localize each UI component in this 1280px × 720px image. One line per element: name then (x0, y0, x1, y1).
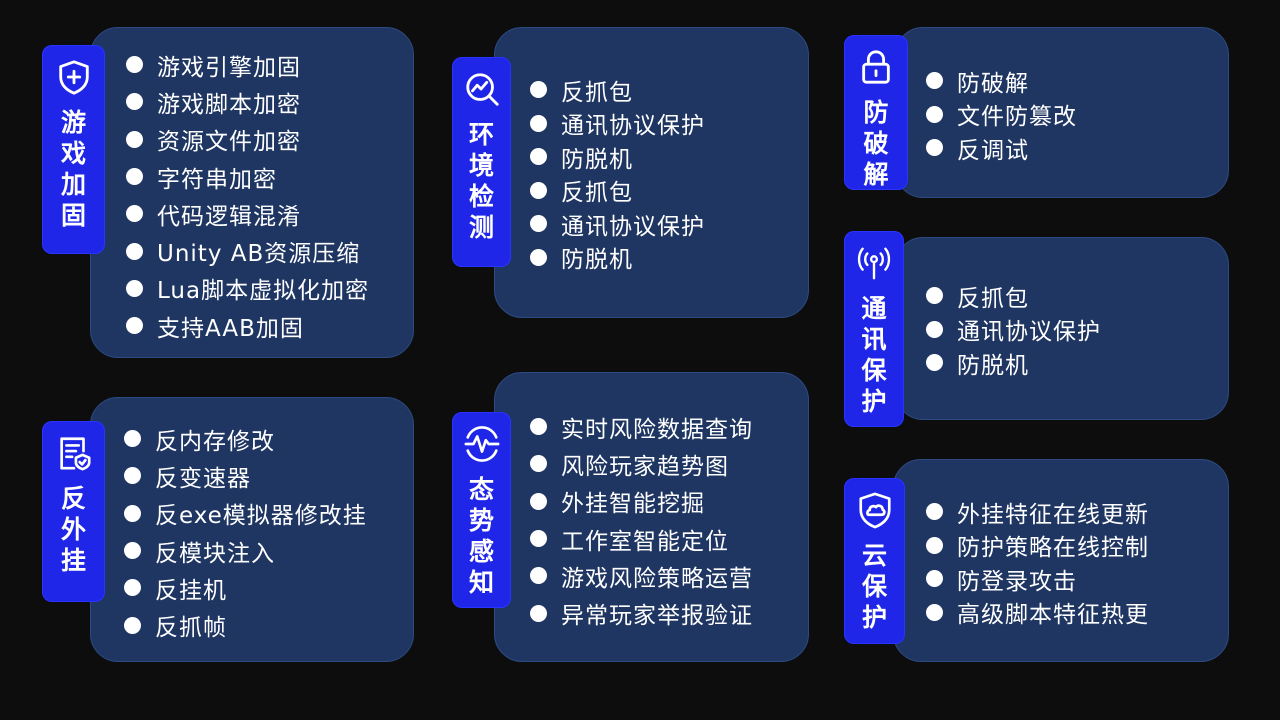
list-item: 防破解 (926, 64, 1077, 98)
list-item: 防脱机 (926, 346, 1101, 380)
list-item: 防脱机 (530, 241, 705, 275)
list-item: 资源文件加密 (126, 121, 369, 158)
list-item: 游戏风险策略运营 (530, 557, 753, 594)
card-title: 通讯保护 (861, 294, 887, 416)
feature-list: 反内存修改 反变速器 反exe模拟器修改挂 反模块注入 反挂机 反抓帧 (124, 420, 367, 644)
list-item: 反调试 (926, 131, 1077, 165)
list-item: 反抓帧 (124, 606, 367, 643)
list-item: 高级脚本特征热更 (926, 596, 1149, 630)
pulse-monitor-icon (462, 424, 502, 464)
list-item: 反抓包 (926, 279, 1101, 313)
list-item: 异常玩家举报验证 (530, 594, 753, 631)
list-item: 防护策略在线控制 (926, 529, 1149, 563)
list-item: 通讯协议保护 (926, 313, 1101, 347)
list-item: 实时风险数据查询 (530, 408, 753, 445)
search-chart-icon (462, 69, 502, 109)
feature-list: 防破解 文件防篡改 反调试 (926, 64, 1077, 165)
card-title: 环境检测 (468, 120, 494, 242)
card-tab: 态势感知 (452, 412, 511, 608)
shield-plus-icon (54, 57, 94, 97)
list-item: 字符串加密 (126, 158, 369, 195)
list-item: 反内存修改 (124, 420, 367, 457)
list-item: 外挂智能挖掘 (530, 483, 753, 520)
list-item: 通讯协议保护 (530, 207, 705, 241)
cloud-shield-icon (855, 490, 895, 530)
list-item: 反exe模拟器修改挂 (124, 495, 367, 532)
card-title: 游戏加固 (60, 108, 86, 230)
feature-list: 反抓包 通讯协议保护 防脱机 反抓包 通讯协议保护 防脱机 (530, 73, 705, 274)
feature-list: 反抓包 通讯协议保护 防脱机 (926, 279, 1101, 380)
list-item: 反模块注入 (124, 532, 367, 569)
card-title: 防破解 (863, 98, 889, 189)
feature-list: 外挂特征在线更新 防护策略在线控制 防登录攻击 高级脚本特征热更 (926, 495, 1149, 629)
card-tab: 反外挂 (42, 421, 105, 602)
feature-list: 实时风险数据查询 风险玩家趋势图 外挂智能挖掘 工作室智能定位 游戏风险策略运营… (530, 408, 753, 632)
feature-list: 游戏引擎加固 游戏脚本加密 资源文件加密 字符串加密 代码逻辑混淆 Unity … (126, 46, 369, 344)
list-item: 反变速器 (124, 457, 367, 494)
list-item: 通讯协议保护 (530, 107, 705, 141)
list-item: 反抓包 (530, 174, 705, 208)
card-tab: 游戏加固 (42, 45, 105, 254)
list-item: 风险玩家趋势图 (530, 445, 753, 482)
card-tab: 通讯保护 (844, 231, 904, 427)
list-item: 防脱机 (530, 140, 705, 174)
card-tab: 云保护 (844, 478, 905, 644)
list-item: 防登录攻击 (926, 562, 1149, 596)
list-item: 支持AAB加固 (126, 307, 369, 344)
lock-icon (856, 47, 896, 87)
list-item: 反抓包 (530, 73, 705, 107)
list-item: 代码逻辑混淆 (126, 195, 369, 232)
signal-antenna-icon (854, 243, 894, 283)
list-item: 游戏引擎加固 (126, 46, 369, 83)
list-item: 工作室智能定位 (530, 520, 753, 557)
card-title: 云保护 (861, 541, 887, 632)
card-tab: 防破解 (844, 35, 908, 190)
document-shield-icon (54, 433, 94, 473)
list-item: Unity AB资源压缩 (126, 232, 369, 269)
card-title: 反外挂 (60, 484, 86, 575)
list-item: 游戏脚本加密 (126, 83, 369, 120)
card-tab: 环境检测 (452, 57, 511, 267)
list-item: Lua脚本虚拟化加密 (126, 270, 369, 307)
list-item: 反挂机 (124, 569, 367, 606)
list-item: 文件防篡改 (926, 98, 1077, 132)
card-title: 态势感知 (468, 475, 494, 597)
list-item: 外挂特征在线更新 (926, 495, 1149, 529)
